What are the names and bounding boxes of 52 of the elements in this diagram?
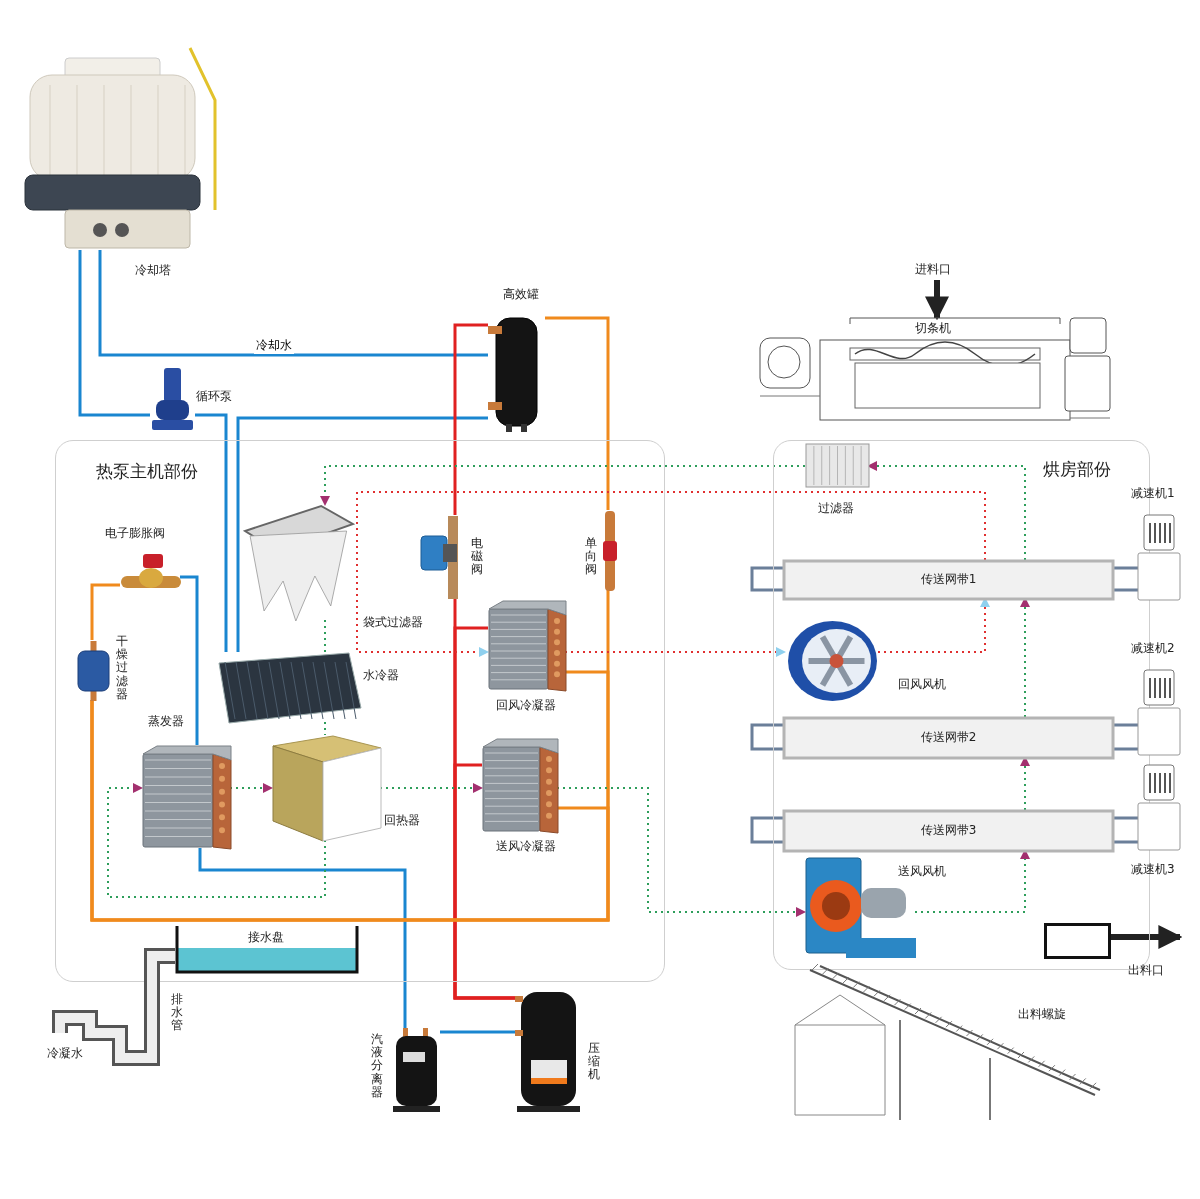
component-label: 减速机3 — [1131, 862, 1175, 877]
component-label: 电子膨胀阀 — [105, 526, 165, 541]
component-label: 排水管 — [171, 993, 183, 1033]
component-label: 回风冷凝器 — [496, 698, 556, 713]
component-label: 压缩机 — [588, 1042, 600, 1082]
pipe-line — [324, 721, 326, 736]
section-panel — [55, 440, 665, 982]
component-label: 回热器 — [384, 813, 420, 828]
component-label: 传送网带3 — [920, 823, 977, 838]
component-label: 电磁阀 — [471, 537, 483, 577]
component-label: 减速机2 — [1131, 641, 1175, 656]
component-label: 汽液分离器 — [371, 1033, 383, 1099]
component-label: 高效罐 — [503, 287, 539, 302]
component-label: 干燥过滤器 — [116, 635, 128, 701]
text-label: 出料口 — [1128, 963, 1164, 978]
pipe-line — [440, 1030, 517, 1034]
pipe-line — [453, 763, 517, 1000]
flow-arrow — [1110, 925, 1183, 949]
component-label: 单向阀 — [585, 537, 597, 577]
pipe-line — [236, 416, 488, 652]
component-label: 送风冷凝器 — [496, 839, 556, 854]
component-label: 过滤器 — [818, 501, 854, 516]
section-title: 热泵主机部份 — [96, 461, 198, 482]
pipe-line — [324, 619, 326, 653]
flow-arrow — [107, 783, 326, 898]
component-label: 循环泵 — [196, 389, 232, 404]
pipe-line — [545, 316, 610, 510]
component-label: 回风风机 — [898, 677, 946, 692]
component-label: 传送网带2 — [920, 730, 977, 745]
text-label: 冷凝水 — [47, 1046, 83, 1061]
component-label: 送风风机 — [898, 864, 946, 879]
component-label: 切条机 — [915, 321, 951, 336]
component-label: 蒸发器 — [148, 714, 184, 729]
flow-arrow — [356, 491, 986, 657]
pipe-line — [78, 250, 150, 417]
pipe-line — [195, 413, 228, 652]
component-label: 传送网带1 — [920, 572, 977, 587]
component-label: 接水盘 — [248, 930, 284, 945]
component-label: 减速机1 — [1131, 486, 1175, 501]
component-label: 冷却塔 — [135, 263, 171, 278]
pipe-line — [180, 575, 199, 745]
edge-label: 冷却水 — [254, 337, 294, 354]
section-title: 烘房部份 — [1043, 459, 1111, 480]
component-label: 水冷器 — [363, 668, 399, 683]
component-label: 出料螺旋 — [1018, 1007, 1066, 1022]
flow-arrow — [320, 465, 806, 506]
pipe-line — [453, 323, 488, 515]
pipe-line — [90, 583, 120, 640]
component-label: 袋式过滤器 — [363, 615, 423, 630]
input-label: 进料口 — [915, 262, 951, 277]
pipe-line — [98, 250, 488, 357]
pipe-line — [198, 848, 407, 1028]
